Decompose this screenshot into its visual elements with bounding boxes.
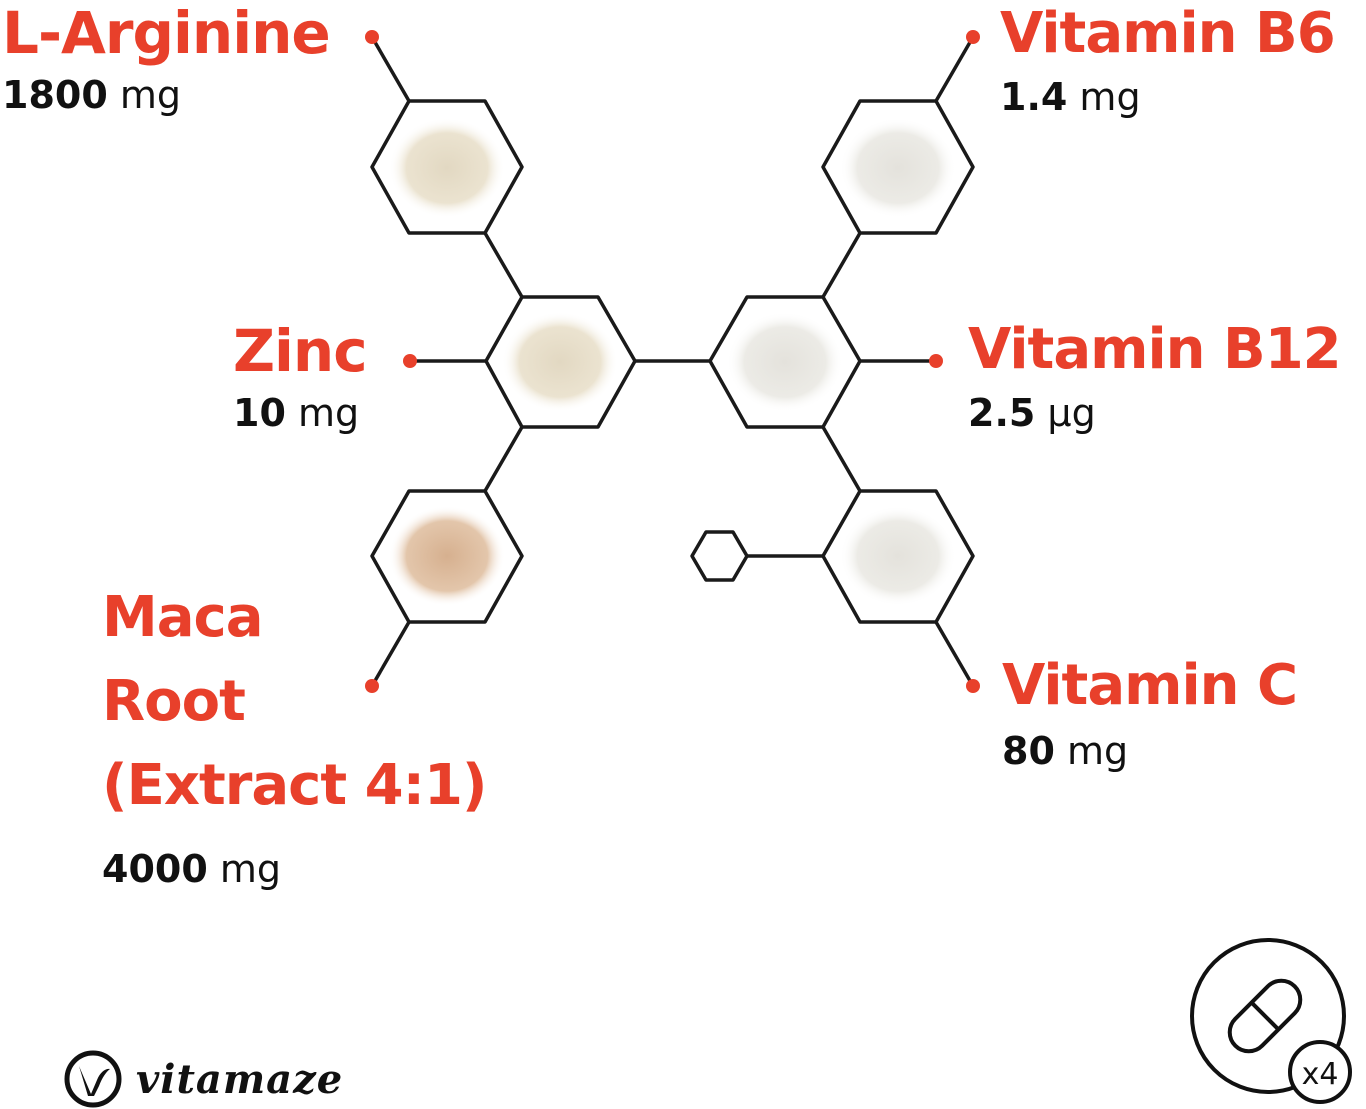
vitamin-b12-unit: µg [1047, 391, 1096, 435]
vitamin-b6-unit: mg [1079, 75, 1141, 119]
bond-line [934, 35, 975, 103]
dosage-count: x4 [1302, 1057, 1339, 1092]
bond-line [934, 620, 975, 688]
maca-name-line3: (Extract 4:1) [102, 753, 488, 818]
vitamin-b12-dot [929, 354, 943, 368]
vitamaze-v-logo-icon [64, 1050, 122, 1108]
bond-line [483, 231, 524, 299]
vitamin-b6-dot [966, 30, 980, 44]
l-arginine-name: L-Arginine [2, 0, 331, 67]
maca-powder [389, 506, 505, 606]
l-arginine-unit: mg [119, 73, 181, 117]
vitamin-b6-hexagon [821, 99, 975, 235]
bond-line [821, 425, 862, 493]
l-arginine-powder [389, 118, 505, 218]
capsule-icon [1227, 978, 1303, 1054]
bond-line [370, 620, 411, 688]
bond-line [483, 425, 524, 493]
dosage-badge: x4 [1190, 938, 1352, 1104]
vitamin-b12-hexagon [708, 295, 862, 429]
zinc-value: 10 [233, 391, 286, 435]
vitamin-c-hexagon [821, 489, 975, 624]
zinc-powder [502, 312, 618, 412]
maca-amount: 4000 mg [102, 850, 487, 888]
maca-value: 4000 [102, 847, 208, 891]
l-arginine-label: L-Arginine 1800 mg [2, 0, 331, 114]
vitamin-c-value: 80 [1002, 729, 1055, 773]
vitamin-b12-name: Vitamin B12 [968, 317, 1342, 382]
vitamin-c-amount: 80 mg [1002, 732, 1297, 770]
vitamin-b12-powder [727, 312, 843, 412]
vitamin-c-name: Vitamin C [1002, 653, 1298, 718]
l-arginine-value: 1800 [2, 73, 108, 117]
l-arginine-hexagon [370, 99, 524, 235]
vitamin-b12-label: Vitamin B12 2.5 µg [968, 317, 1342, 433]
l-arginine-amount: 1800 mg [2, 76, 330, 114]
maca-label: Maca Root (Extract 4:1) 4000 mg [102, 576, 488, 888]
vitamin-c-unit: mg [1066, 729, 1129, 773]
maca-name-line2: Root [102, 669, 246, 734]
zinc-amount: 10 mg [233, 394, 367, 432]
bond-line [370, 35, 411, 103]
maca-hexagon [370, 489, 524, 624]
small-hexagon [690, 530, 749, 582]
vitamin-b6-amount: 1.4 mg [1000, 78, 1335, 116]
vitamin-c-dot [966, 679, 980, 693]
zinc-label: Zinc 10 mg [233, 317, 368, 432]
zinc-dot [403, 354, 417, 368]
vitamin-c-powder [840, 506, 956, 606]
vitamin-b12-value: 2.5 [968, 391, 1036, 435]
l-arginine-dot [365, 30, 379, 44]
vitamin-b12-amount: 2.5 µg [968, 394, 1341, 432]
maca-unit: mg [219, 847, 281, 891]
maca-dot [365, 679, 379, 693]
zinc-hexagon [484, 295, 637, 429]
vitamin-c-label: Vitamin C 80 mg [1002, 653, 1298, 771]
bond-line [821, 231, 862, 299]
vitamin-b6-powder [840, 118, 956, 218]
maca-name-line1: Maca [102, 585, 263, 650]
vitamin-b6-label: Vitamin B6 1.4 mg [1000, 1, 1336, 117]
zinc-name: Zinc [233, 317, 368, 385]
zinc-unit: mg [297, 391, 360, 435]
vitamin-b6-name: Vitamin B6 [1000, 1, 1336, 66]
brand: vitamaze [64, 1050, 343, 1108]
brand-name: vitamaze [136, 1055, 344, 1103]
vitamin-b6-value: 1.4 [1000, 75, 1068, 119]
